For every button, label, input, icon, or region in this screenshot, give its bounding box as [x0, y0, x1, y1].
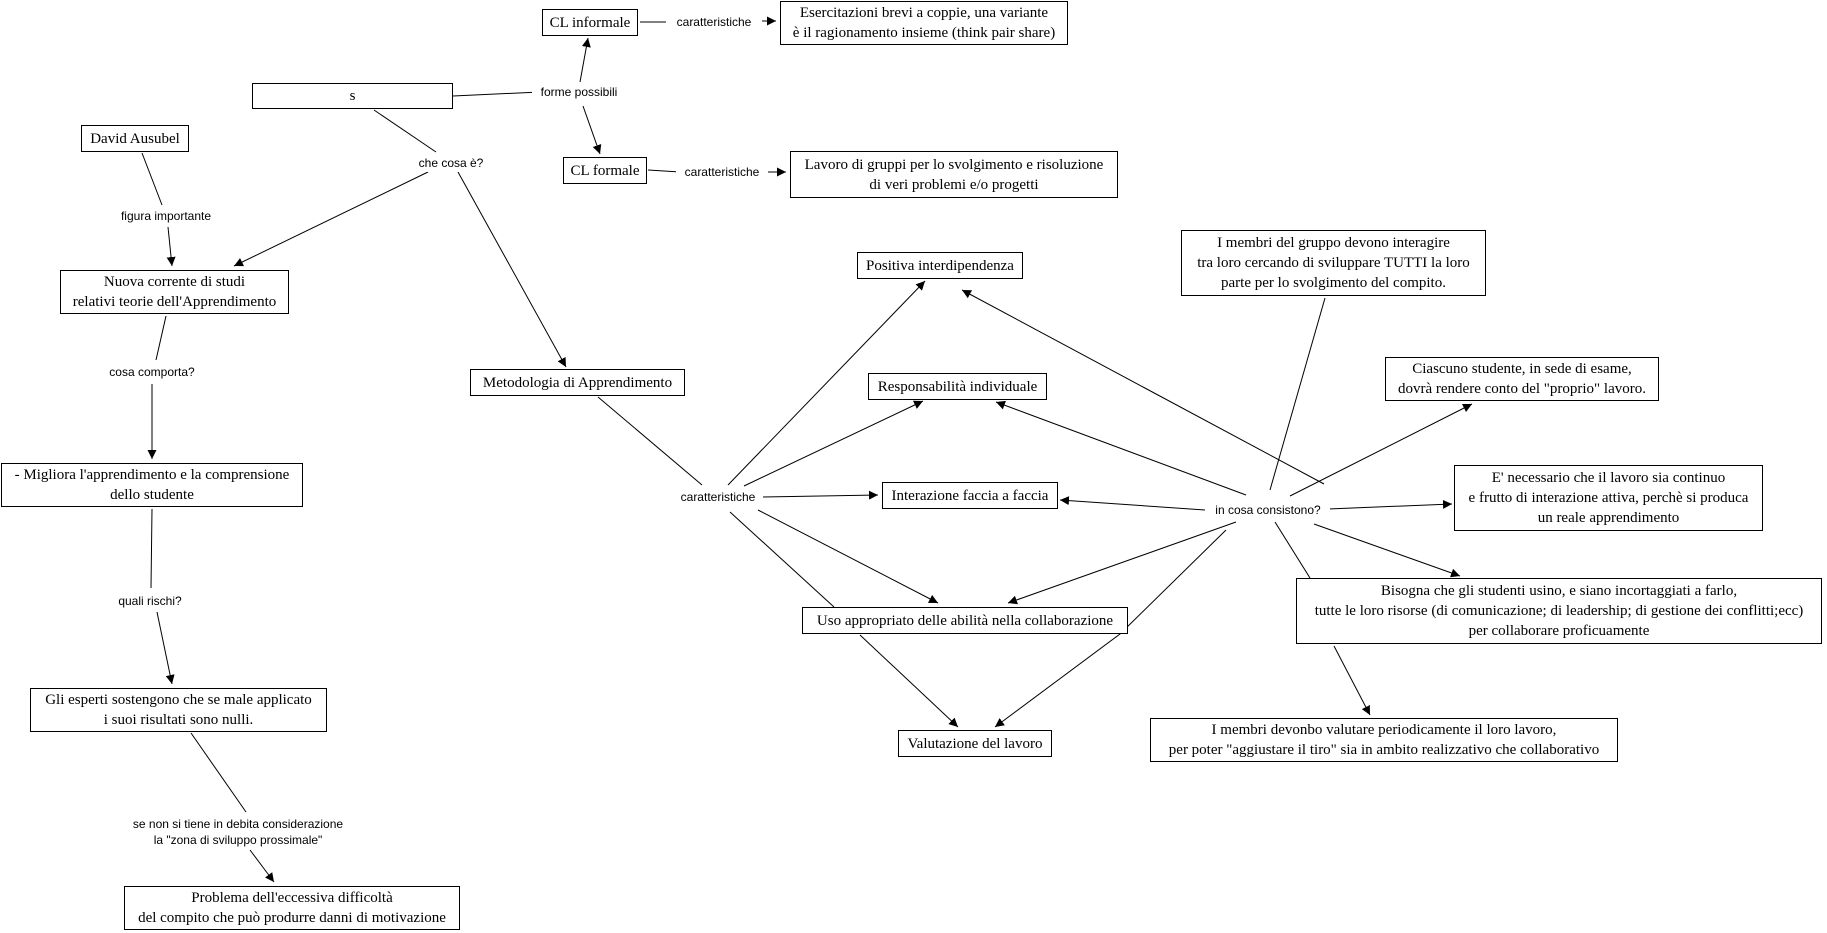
label-cosa-comporta: cosa comporta?	[104, 363, 200, 381]
node-metodologia[interactable]: Metodologia di Apprendimento	[470, 369, 685, 396]
connector-arrow	[1289, 403, 1473, 497]
connector-arrow	[859, 634, 959, 728]
label-caratteristiche: caratteristiche	[674, 488, 762, 506]
connector-arrow	[762, 490, 879, 500]
label-zona-sviluppo: se non si tiene in debita considerazione…	[128, 815, 348, 849]
node-lavoro-gruppi[interactable]: Lavoro di gruppi per lo svolgimento e ri…	[790, 151, 1118, 198]
label-caratteristiche-informale: caratteristiche	[666, 13, 762, 31]
label-forme-possibili: forme possibili	[532, 83, 626, 101]
node-interazione-faccia[interactable]: Interazione faccia a faccia	[882, 482, 1058, 509]
node-positiva-interdipendenza[interactable]: Positiva interdipendenza	[857, 252, 1023, 279]
connector-line	[452, 91, 541, 97]
node-cl-informale[interactable]: CL informale	[542, 9, 638, 36]
node-david-ausubel[interactable]: David Ausubel	[81, 125, 189, 152]
connector-arrow	[1333, 645, 1371, 716]
connector-arrow	[743, 400, 924, 487]
label-quali-rischi: quali rischi?	[114, 592, 186, 610]
connector-line	[141, 152, 163, 206]
connector-arrow	[727, 280, 926, 486]
connector-line	[1274, 521, 1311, 579]
connector-arrow	[961, 289, 1325, 485]
connector-line	[150, 508, 153, 589]
node-nuova-corrente[interactable]: Nuova corrente di studi relativi teorie …	[60, 270, 289, 314]
node-problema[interactable]: Problema dell'eccessiva difficoltà del c…	[124, 886, 460, 930]
node-s[interactable]: s	[252, 83, 453, 109]
node-bisogna[interactable]: Bisogna che gli studenti usino, e siano …	[1296, 578, 1822, 644]
node-membri-interagire[interactable]: I membri del gruppo devono interagire tr…	[1181, 230, 1486, 296]
label-che-cosa-e: che cosa è?	[411, 154, 491, 172]
node-uso-appropriato[interactable]: Uso appropriato delle abilità nella coll…	[802, 607, 1128, 634]
connector-arrow	[1059, 496, 1206, 511]
connector-line	[1269, 297, 1326, 491]
connector-line	[729, 511, 835, 608]
node-responsabilita-individuale[interactable]: Responsabilità individuale	[868, 373, 1047, 400]
node-valutazione-lavoro[interactable]: Valutazione del lavoro	[898, 730, 1052, 757]
node-migliora[interactable]: - Migliora l'apprendimento e la comprens…	[1, 463, 303, 507]
node-cl-formale[interactable]: CL formale	[563, 157, 647, 184]
connector-arrow	[156, 611, 175, 685]
connector-arrow	[249, 849, 275, 883]
connector-arrow	[757, 509, 939, 604]
node-esercitazioni-brevi[interactable]: Esercitazioni brevi a coppie, una varian…	[780, 1, 1068, 45]
connector-line	[1119, 529, 1227, 635]
connector-arrow	[994, 633, 1121, 728]
label-figura-importante: figura importante	[112, 207, 220, 225]
connector-line	[647, 169, 681, 173]
connector-arrow	[1313, 523, 1461, 578]
node-necessario[interactable]: E' necessario che il lavoro sia continuo…	[1454, 465, 1763, 531]
connector-line	[373, 109, 437, 153]
connector-arrow	[1327, 499, 1453, 510]
node-esperti[interactable]: Gli esperti sostengono che se male appli…	[30, 688, 327, 732]
connector-arrow	[579, 37, 591, 83]
connector-line	[190, 732, 247, 813]
node-membri-valutare[interactable]: I membri devonbo valutare periodicamente…	[1150, 718, 1618, 762]
connector-arrow	[1007, 521, 1237, 605]
connector-arrow	[233, 171, 429, 267]
connector-arrow	[457, 171, 567, 368]
connector-arrow	[582, 105, 602, 155]
connector-line	[155, 315, 167, 361]
connector-arrow	[995, 400, 1247, 496]
label-caratteristiche-formale: caratteristiche	[676, 163, 768, 181]
node-ciascuno-studente[interactable]: Ciascuno studente, in sede di esame, dov…	[1385, 357, 1659, 401]
label-in-cosa-consistono: in cosa consistono?	[1206, 501, 1330, 519]
connector-arrow	[166, 226, 176, 267]
connector-line	[597, 396, 703, 486]
